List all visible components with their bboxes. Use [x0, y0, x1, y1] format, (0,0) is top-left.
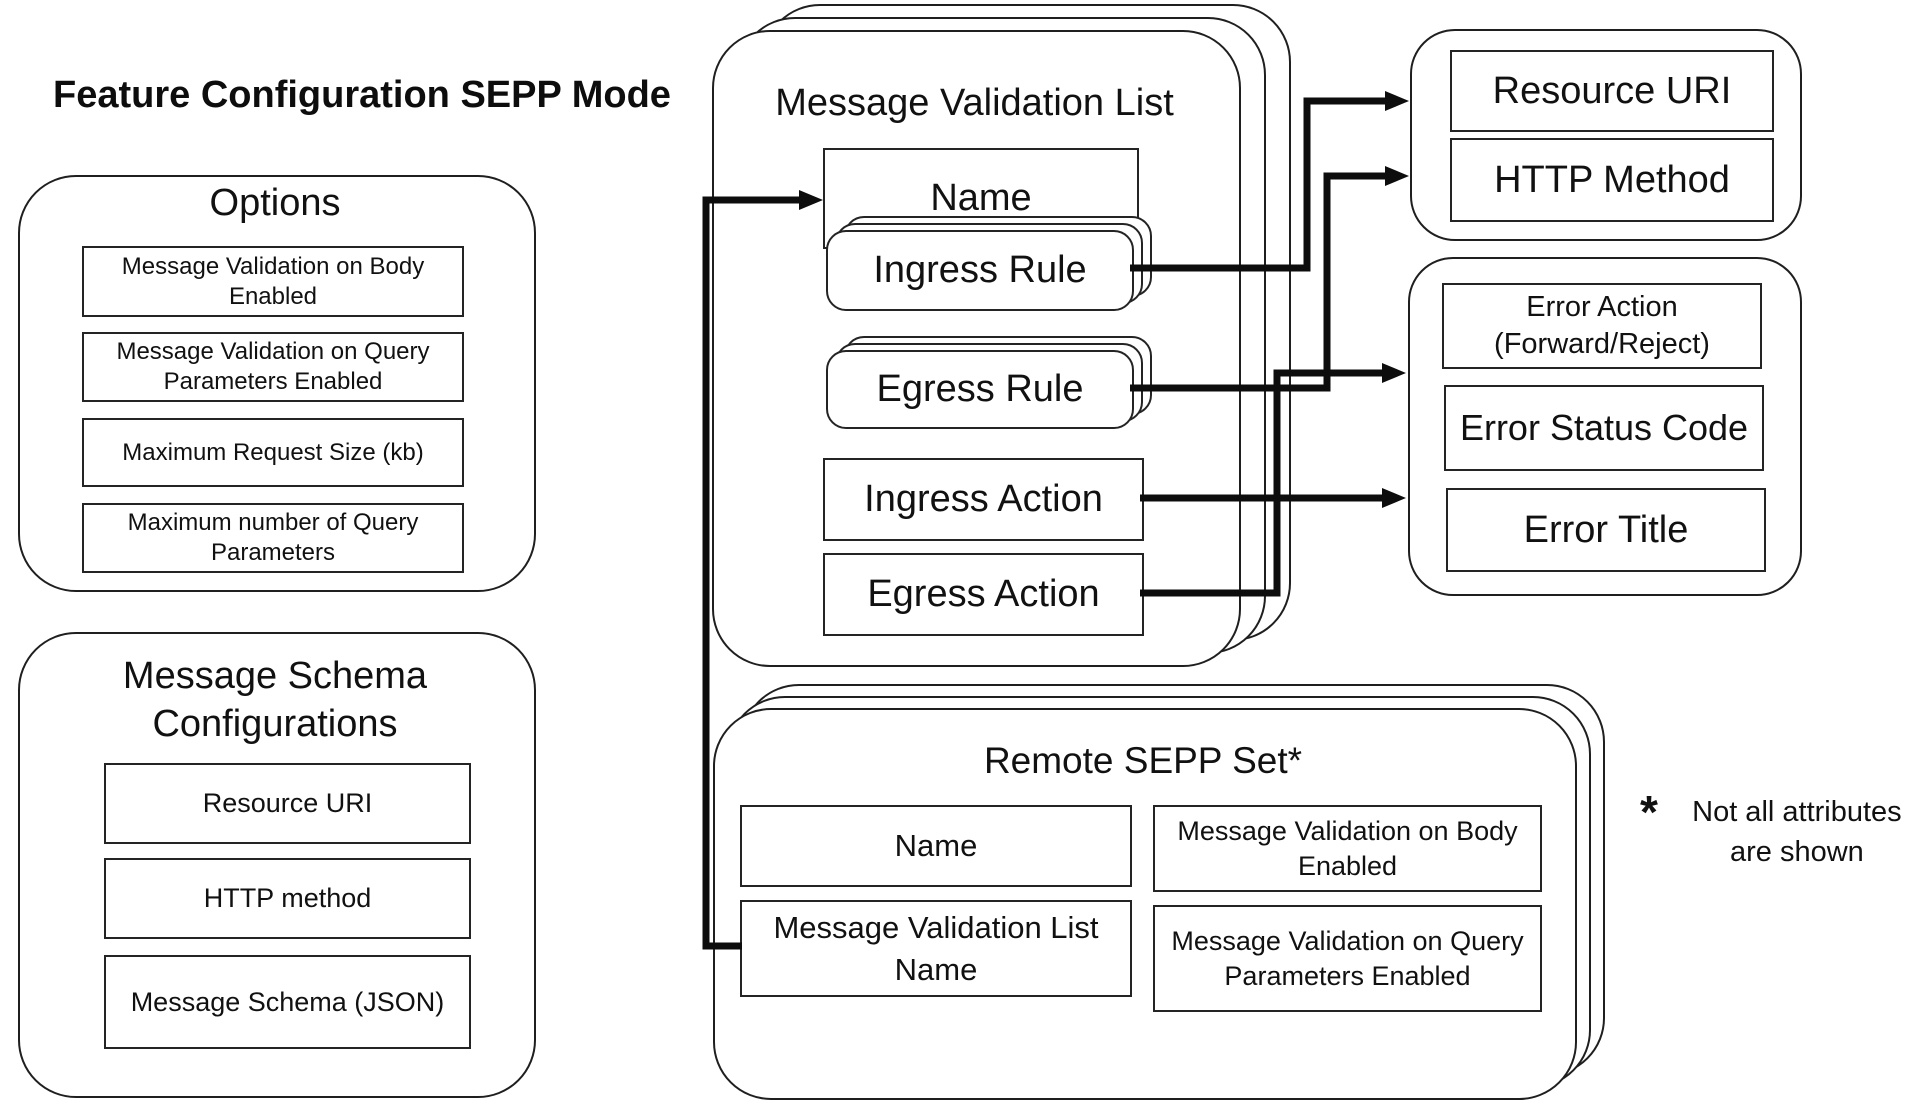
ingress-rule-field: Ingress Rule	[826, 230, 1134, 311]
remote-sepp-group-title: Remote SEPP Set*	[983, 740, 1303, 781]
ingress-action-field: Ingress Action	[823, 458, 1144, 541]
rule-resource-uri-field: Resource URI	[1450, 50, 1774, 132]
error-status-code-field: Error Status Code	[1444, 385, 1764, 471]
option-msg-validation-query: Message Validation on Query Parameters E…	[82, 332, 464, 402]
error-title-field: Error Title	[1446, 488, 1766, 572]
remote-query-enabled-field: Message Validation on Query Parameters E…	[1153, 905, 1542, 1012]
remote-name-field: Name	[740, 805, 1132, 887]
footnote-asterisk: *	[1640, 786, 1658, 838]
remote-mvl-name-field: Message Validation List Name	[740, 900, 1132, 997]
option-msg-validation-body: Message Validation on Body Enabled	[82, 246, 464, 317]
message-schema-group-title: Message Schema Configurations	[122, 655, 428, 745]
rule-http-method-field: HTTP Method	[1450, 138, 1774, 222]
egress-action-field: Egress Action	[823, 553, 1144, 636]
options-group-title: Options	[209, 182, 341, 224]
schema-http-method: HTTP method	[104, 858, 471, 939]
egress-rule-field: Egress Rule	[826, 350, 1134, 429]
schema-resource-uri: Resource URI	[104, 763, 471, 844]
remote-body-enabled-field: Message Validation on Body Enabled	[1153, 805, 1542, 892]
schema-message-schema-json: Message Schema (JSON)	[104, 955, 471, 1049]
error-action-field: Error Action (Forward/Reject)	[1442, 283, 1762, 369]
option-max-query-params: Maximum number of Query Parameters	[82, 503, 464, 573]
page-title: Feature Configuration SEPP Mode	[53, 74, 671, 116]
footnote-text: Not all attributes are shown	[1692, 796, 1902, 868]
option-max-request-size: Maximum Request Size (kb)	[82, 418, 464, 487]
mvl-group-title: Message Validation List	[775, 82, 1174, 124]
footnote: * Not all attributes are shown	[1640, 786, 1906, 872]
